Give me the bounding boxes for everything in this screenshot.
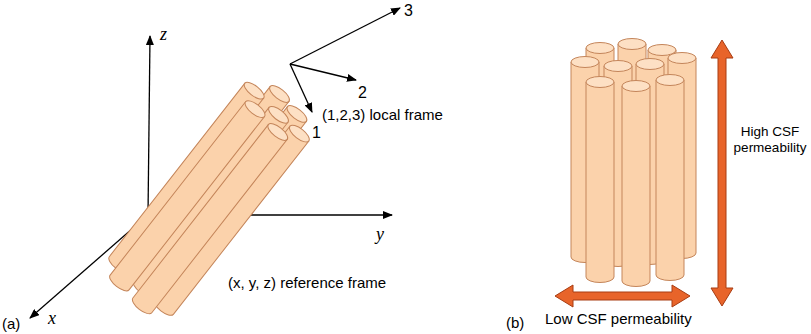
- axis-letter: x: [48, 308, 56, 328]
- low-permeability-arrow: [555, 285, 690, 307]
- fiber-end: [636, 59, 664, 70]
- fiber-end: [266, 103, 291, 126]
- local-axes: [290, 8, 400, 112]
- fiber-end: [656, 75, 684, 86]
- fiber-end: [242, 79, 267, 102]
- fiber-body: [656, 80, 684, 281]
- fiber-end: [586, 43, 614, 54]
- axis-number: 2: [358, 84, 367, 102]
- permeability-label: High CSF permeability: [733, 124, 807, 156]
- fiber-end: [571, 57, 599, 68]
- high-permeability-arrow: [711, 40, 733, 306]
- fiber-end: [604, 61, 632, 72]
- fiber-body: [622, 86, 650, 287]
- axis-letter: y: [376, 224, 384, 244]
- permeability-label: Low CSF permeability: [545, 310, 692, 328]
- frame-label: (x, y, z) reference frame: [228, 274, 386, 292]
- fiber-end: [622, 81, 650, 92]
- fiber-end: [668, 53, 696, 64]
- panel-label: (a): [2, 315, 20, 333]
- reference-axes: [30, 36, 392, 318]
- axis-letter: z: [160, 24, 167, 44]
- fiber-end: [586, 77, 614, 88]
- fiber-end: [287, 122, 312, 145]
- fiber-end: [267, 83, 292, 106]
- axis-number: 3: [404, 2, 413, 20]
- vertical-fiber-bundle: [571, 39, 696, 287]
- fiber-body: [586, 82, 614, 283]
- fiber-end: [618, 39, 646, 50]
- axis-number: 1: [312, 124, 321, 142]
- fiber-end: [242, 98, 267, 121]
- frame-label: (1,2,3) local frame: [322, 106, 443, 124]
- fiber-end: [265, 121, 290, 144]
- panel-label: (b): [506, 314, 524, 332]
